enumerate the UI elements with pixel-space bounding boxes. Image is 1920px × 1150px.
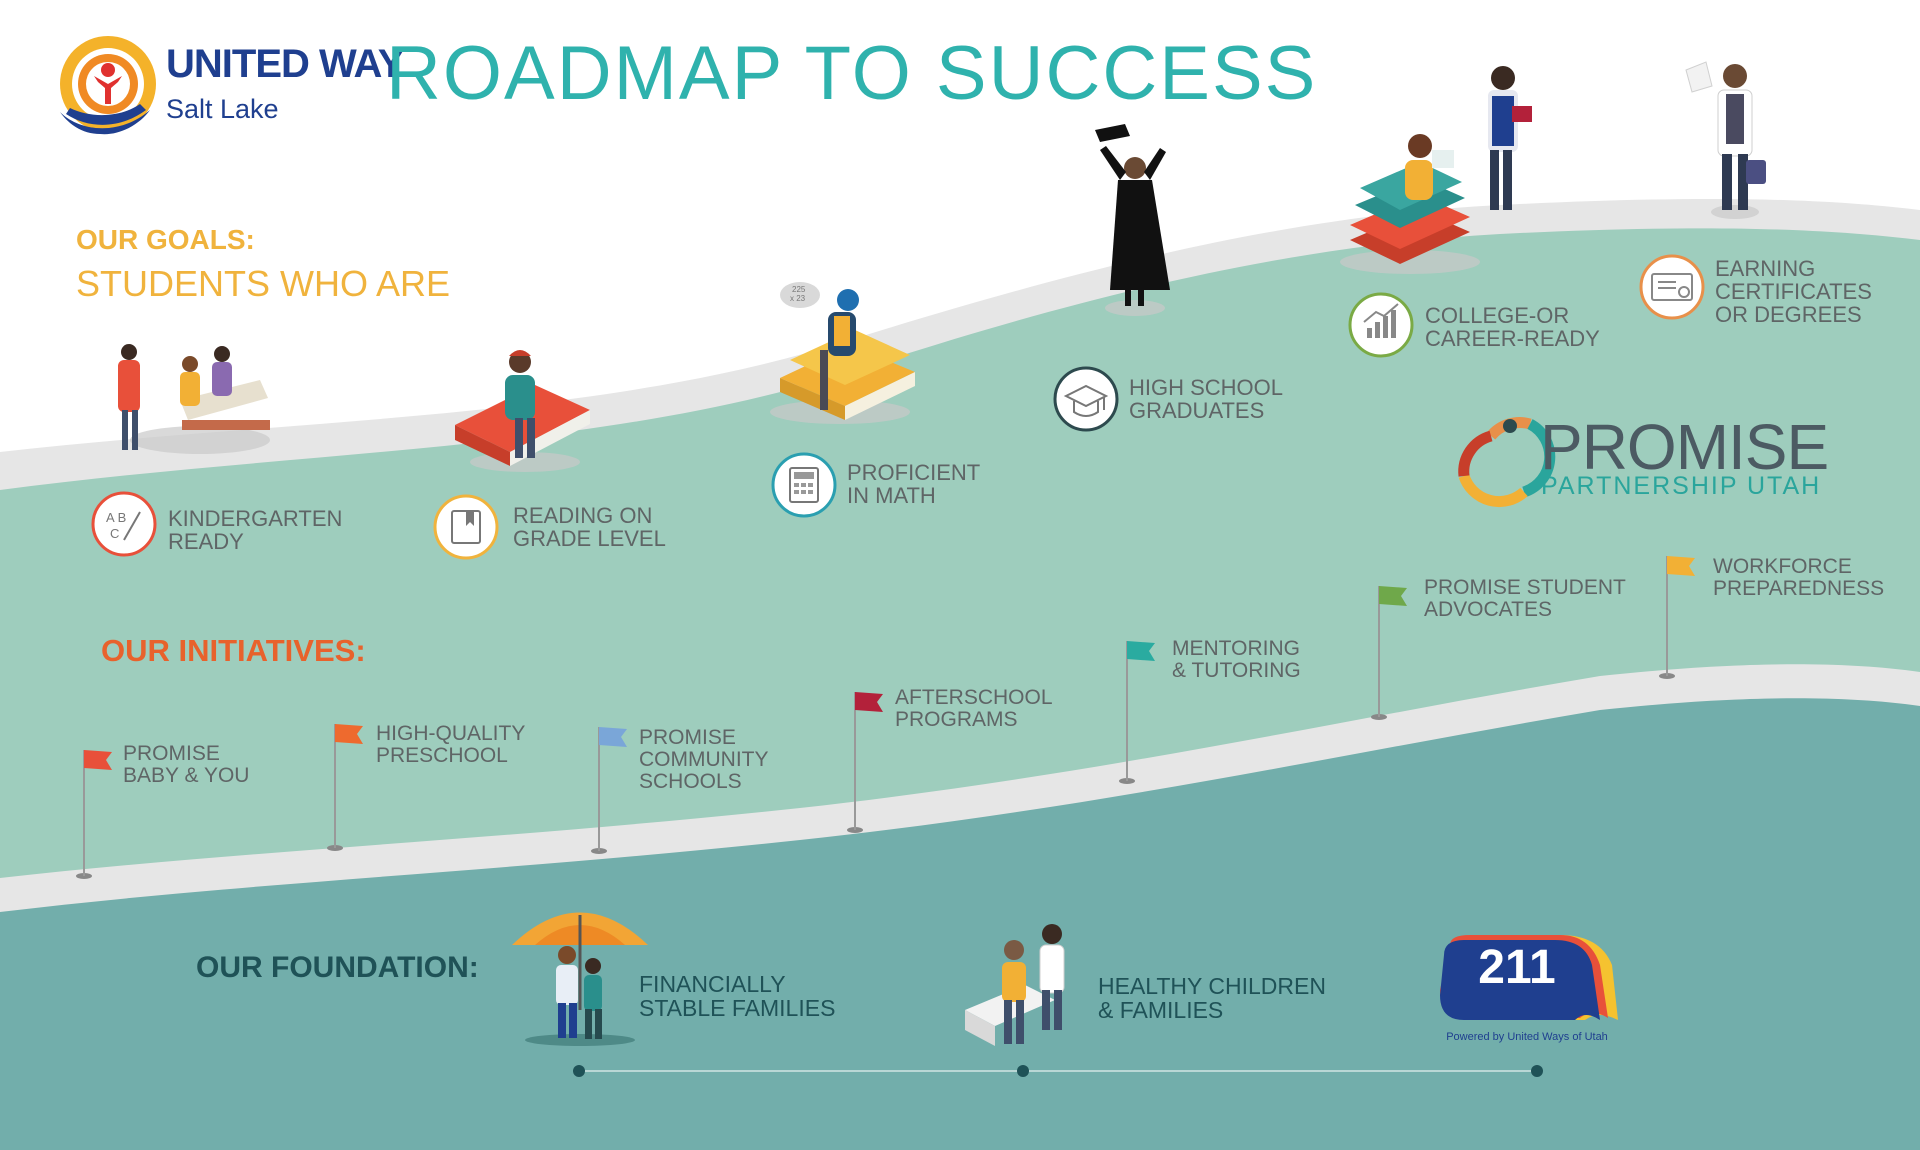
svg-text:A B: A B	[106, 510, 126, 525]
kindergarten-illustration-icon	[118, 344, 270, 454]
college-goal-icon	[1348, 292, 1414, 358]
svg-text:225: 225	[792, 285, 806, 294]
math-goal-icon	[771, 452, 837, 518]
kindergarten-goal-icon: A B C	[91, 491, 157, 557]
reading-goal-icon	[433, 494, 499, 560]
certificate-goal-icon	[1639, 254, 1705, 320]
college-illustration-icon	[1340, 66, 1532, 274]
reading-illustration-icon	[455, 350, 590, 472]
doctor-patient-icon	[965, 924, 1065, 1046]
goals-heading: OUR GOALS:	[76, 224, 255, 255]
logo-wordmark: UNITED WAY	[166, 42, 404, 86]
umbrella-family-icon	[512, 912, 648, 1046]
page-title: ROADMAP TO SUCCESS	[386, 31, 1318, 116]
foundation-timeline	[573, 1065, 1543, 1077]
graduate-illustration-icon	[1095, 124, 1170, 316]
promise-logo-subtitle: PARTNERSHIP UTAH	[1541, 472, 1822, 500]
foundation-heading: OUR FOUNDATION:	[196, 951, 479, 984]
initiatives-heading: OUR INITIATIVES:	[101, 633, 366, 668]
united-way-logo-icon	[60, 36, 156, 135]
svg-text:x 23: x 23	[790, 294, 806, 303]
badge-211-number: 211	[1478, 941, 1556, 994]
flag-promise-baby	[76, 750, 112, 879]
logo-location: Salt Lake	[166, 94, 279, 124]
math-illustration-icon: 225 x 23	[770, 282, 915, 424]
lower-teal-field	[0, 698, 1920, 1150]
flag-preschool	[327, 724, 363, 851]
flag-student-advocates	[1371, 586, 1407, 720]
promise-ring-icon	[1458, 417, 1556, 507]
promise-logo-wordmark: PROMISE	[1540, 411, 1829, 483]
badge-211-icon	[1440, 935, 1618, 1020]
initiative-mentoring-label: MENTORING& TUTORING	[1172, 637, 1301, 683]
flag-workforce	[1659, 556, 1695, 679]
flag-afterschool	[847, 692, 883, 833]
professional-illustration-icon	[1685, 61, 1766, 219]
goals-subheading: STUDENTS WHO ARE	[76, 263, 451, 304]
flag-mentoring	[1119, 641, 1155, 784]
graduation-goal-icon	[1053, 366, 1119, 432]
badge-211-caption: Powered by United Ways of Utah	[1446, 1031, 1608, 1043]
svg-text:C: C	[110, 526, 119, 541]
foundation-health-label: HEALTHY CHILDREN& FAMILIES	[1098, 973, 1326, 1024]
flag-community-schools	[591, 727, 627, 854]
